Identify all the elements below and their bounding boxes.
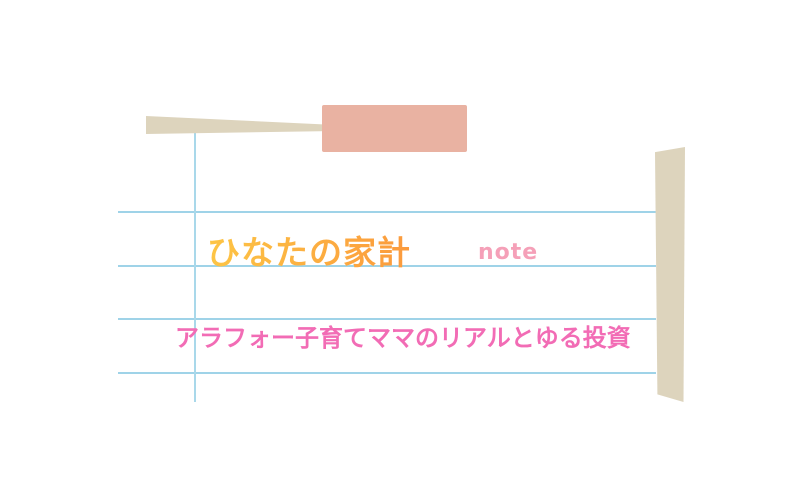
site-title: ひなたの家計: [207, 226, 411, 274]
pink-masking-tape: [322, 105, 467, 152]
margin-line: [194, 128, 196, 402]
ruled-line: [118, 265, 656, 267]
site-subtitle: アラフォー子育てママのリアルとゆる投資: [175, 324, 631, 352]
ruled-line: [118, 372, 656, 374]
ruled-line: [118, 318, 656, 320]
beige-tape: [146, 116, 336, 134]
beige-side-strip: [655, 147, 685, 402]
ruled-line: [118, 211, 656, 213]
site-title-suffix: note: [478, 240, 539, 265]
